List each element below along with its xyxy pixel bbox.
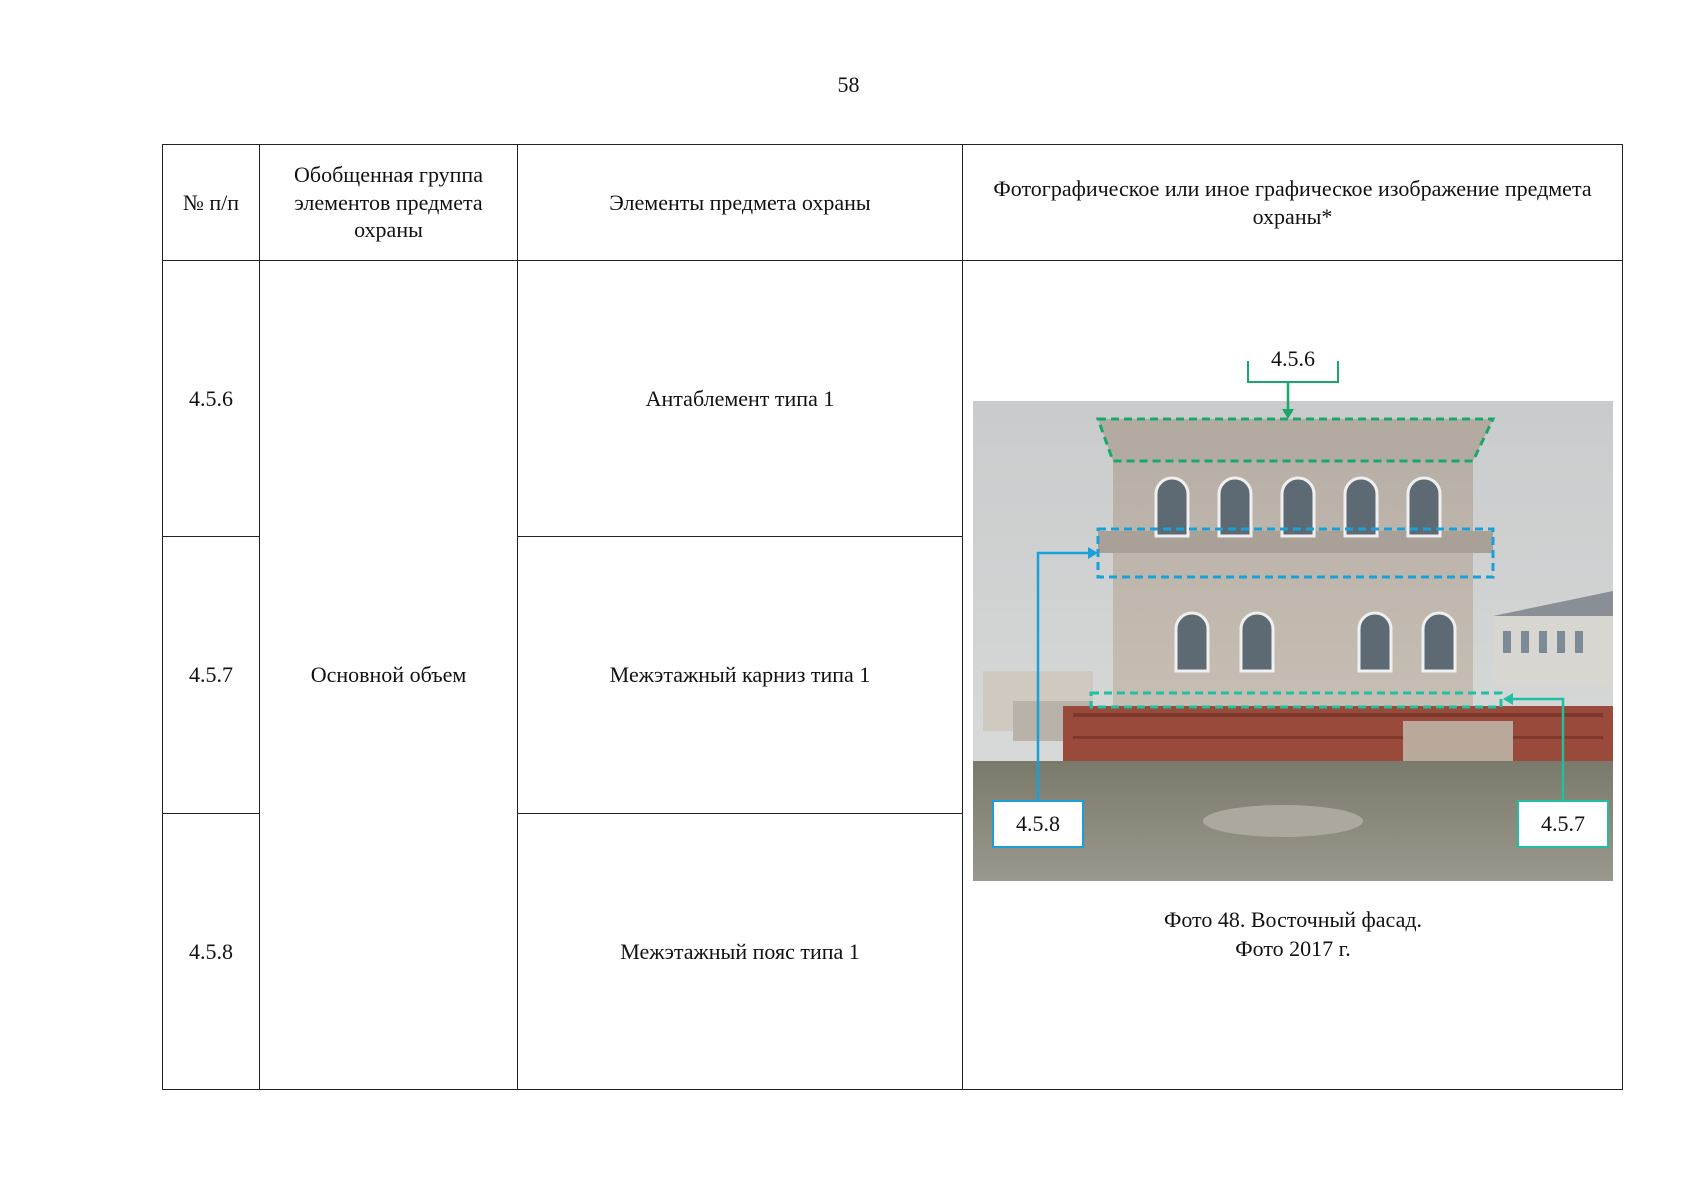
belt-arrow-line xyxy=(1505,697,1565,827)
caption-line-1: Фото 48. Восточный фасад. xyxy=(1163,907,1423,933)
label-box-bottom-right xyxy=(1517,800,1609,849)
row-element: Антаблемент типа 1 xyxy=(517,260,963,538)
photo-cell: 4.5.6 4.5.8 4.5.7 Фото 48. Восточный фас… xyxy=(962,260,1623,1090)
table-row: 4.5.8 Межэтажный пояс типа 1 xyxy=(162,812,1623,1091)
label-bottom-right: 4.5.7 xyxy=(1541,811,1585,837)
row-number: 4.5.6 xyxy=(162,260,260,538)
table-row: 4.5.6 Основной объем Антаблемент типа 1 xyxy=(162,260,1623,1090)
protection-table: № п/п Обобщенная группа элементов предме… xyxy=(162,143,1623,1091)
photo-caption: Фото 48. Восточный фасад. Фото 2017 г. xyxy=(963,906,1623,963)
row-number: 4.5.7 xyxy=(162,536,260,814)
table-header-row: № п/п Обобщенная группа элементов предме… xyxy=(162,143,1623,262)
belt-outline xyxy=(1089,691,1503,709)
page-number: 58 xyxy=(837,72,860,97)
label-box-bottom-left xyxy=(992,800,1084,849)
row-number: 4.5.8 xyxy=(162,812,260,1091)
facade-photo: 4.5.6 4.5.8 4.5.7 xyxy=(973,346,1613,941)
belt-arrowhead xyxy=(1503,693,1513,706)
label-box-top xyxy=(1247,361,1339,384)
header-number: № п/п xyxy=(162,143,260,262)
label-top: 4.5.6 xyxy=(1271,346,1315,372)
cornice-arrow-line xyxy=(1036,551,1096,827)
cornice-arrowhead xyxy=(1088,547,1098,560)
row-element: Межэтажный пояс типа 1 xyxy=(517,812,963,1091)
header-photo: Фотографическое или иное графическое изо… xyxy=(962,143,1623,262)
caption-line-2: Фото 2017 г. xyxy=(1235,935,1351,961)
header-group: Обобщенная группа элементов предмета охр… xyxy=(259,143,518,262)
header-elements: Элементы предмета охраны xyxy=(517,143,963,262)
group-cell: Основной объем xyxy=(259,260,518,1090)
row-element: Межэтажный карниз типа 1 xyxy=(517,536,963,814)
entablature-outline xyxy=(1095,417,1496,463)
label-bottom-left: 4.5.8 xyxy=(1016,811,1060,837)
entablature-arrowhead xyxy=(1282,409,1294,420)
